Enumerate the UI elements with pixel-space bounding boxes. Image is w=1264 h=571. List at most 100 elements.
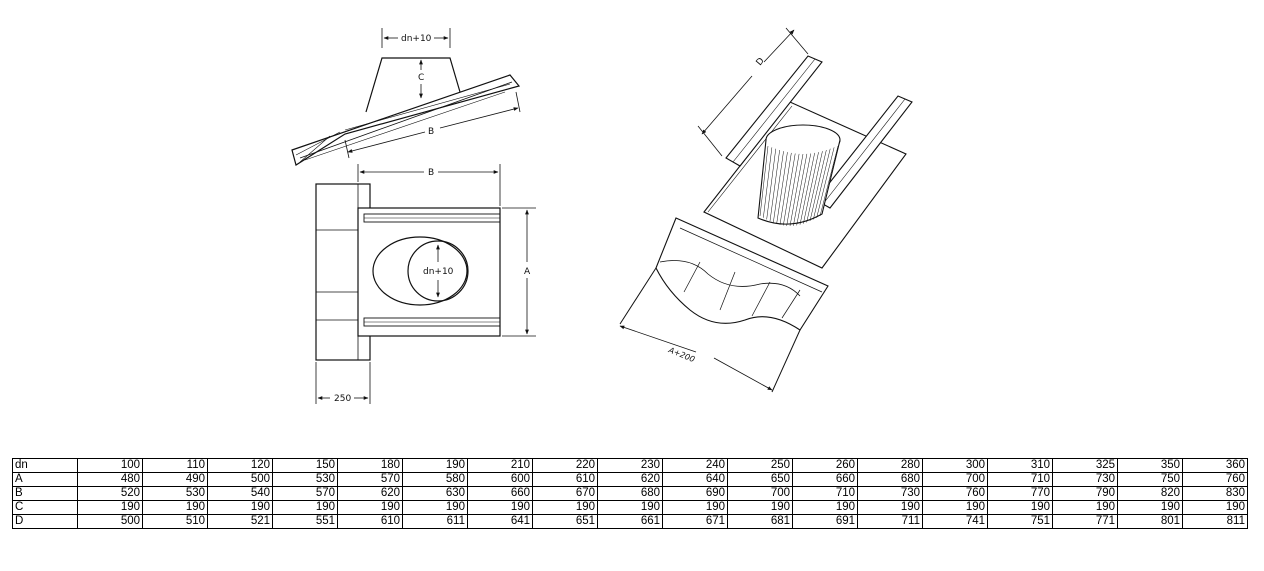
table-cell: 570 bbox=[337, 472, 403, 487]
cone-hatch-line bbox=[819, 145, 839, 217]
cone-hatch-line bbox=[783, 153, 796, 226]
cone-hatch-line bbox=[779, 152, 792, 225]
cone-hatch-line bbox=[766, 148, 777, 220]
table-cell: 530 bbox=[142, 486, 208, 501]
table-cell: 190 bbox=[922, 500, 988, 515]
table-cell: 610 bbox=[337, 514, 403, 529]
table-cell: 610 bbox=[532, 472, 598, 487]
a-label: A bbox=[524, 267, 531, 277]
table-cell: 570 bbox=[272, 486, 338, 501]
table-cell: 700 bbox=[727, 486, 793, 501]
dn-plus-10-label-plan: dn+10 bbox=[423, 267, 454, 277]
cone-hatch-line bbox=[789, 153, 804, 227]
cone-hatch-line bbox=[769, 149, 780, 222]
cone-hatch-line bbox=[816, 147, 835, 218]
table-cell: 190 bbox=[402, 500, 468, 515]
c-label: C bbox=[418, 73, 424, 83]
table-cell: 790 bbox=[1052, 486, 1118, 501]
table-cell: 711 bbox=[857, 514, 923, 529]
table-cell: 150 bbox=[272, 458, 338, 473]
table-cell: 691 bbox=[792, 514, 858, 529]
isometric-view bbox=[703, 55, 913, 269]
table-cell: 190 bbox=[1117, 500, 1183, 515]
table-cell: 820 bbox=[1117, 486, 1183, 501]
d-label: D bbox=[755, 56, 767, 68]
table-cell: 651 bbox=[532, 514, 598, 529]
row-header: B bbox=[12, 486, 78, 501]
table-cell: 771 bbox=[1052, 514, 1118, 529]
isometric-cone bbox=[757, 139, 841, 225]
table-cell: 730 bbox=[857, 486, 923, 501]
right-rail bbox=[815, 95, 913, 209]
table-cell: 750 bbox=[1117, 472, 1183, 487]
dn-plus-10-label-top: dn+10 bbox=[401, 34, 432, 44]
row-header: dn bbox=[12, 458, 78, 473]
table-cell: 190 bbox=[467, 500, 533, 515]
cone-outline bbox=[365, 57, 461, 113]
table-cell: 280 bbox=[857, 458, 923, 473]
table-cell: 760 bbox=[1182, 472, 1248, 487]
table-cell: 671 bbox=[662, 514, 728, 529]
table-cell: 110 bbox=[142, 458, 208, 473]
technical-drawing: dn+10 C B B bbox=[291, 27, 913, 404]
cone-hatch-line bbox=[806, 151, 823, 223]
table-cell: 190 bbox=[337, 500, 403, 515]
left-rail bbox=[725, 55, 823, 167]
cone-hatching bbox=[759, 145, 839, 227]
table-cell: 600 bbox=[467, 472, 533, 487]
table-cell: 690 bbox=[662, 486, 728, 501]
row-header: C bbox=[12, 500, 78, 515]
table-cell: 190 bbox=[207, 500, 273, 515]
table-cell: 350 bbox=[1117, 458, 1183, 473]
table-cell: 480 bbox=[77, 472, 143, 487]
table-cell: 620 bbox=[337, 486, 403, 501]
table-cell: 530 bbox=[272, 472, 338, 487]
table-cell: 630 bbox=[402, 486, 468, 501]
cone-hatch-line bbox=[786, 153, 800, 226]
table-cell: 551 bbox=[272, 514, 338, 529]
cone-hatch-line bbox=[763, 147, 773, 218]
cone-hatch-line bbox=[799, 152, 815, 225]
a-plus-200-label: A+200 bbox=[666, 345, 696, 364]
table-cell: 250 bbox=[727, 458, 793, 473]
width-250-label: 250 bbox=[334, 394, 351, 404]
b-label-plan: B bbox=[428, 168, 434, 178]
table-cell: 521 bbox=[207, 514, 273, 529]
table-cell: 190 bbox=[142, 500, 208, 515]
table-cell: 190 bbox=[727, 500, 793, 515]
table-cell: 500 bbox=[207, 472, 273, 487]
table-cell: 300 bbox=[922, 458, 988, 473]
table-cell: 730 bbox=[1052, 472, 1118, 487]
table-cell: 650 bbox=[727, 472, 793, 487]
cone-hatch-line bbox=[809, 149, 827, 222]
table-cell: 190 bbox=[1182, 500, 1248, 515]
cone-hatch-line bbox=[773, 151, 784, 223]
cone-hatch-line bbox=[803, 152, 819, 224]
table-cell: 310 bbox=[987, 458, 1053, 473]
table-cell: 190 bbox=[987, 500, 1053, 515]
table-cell: 611 bbox=[402, 514, 468, 529]
table-cell: 240 bbox=[662, 458, 728, 473]
table-cell: 190 bbox=[1052, 500, 1118, 515]
row-header: A bbox=[12, 472, 78, 487]
cone-hatch-line bbox=[793, 153, 808, 226]
cone-hatch-line bbox=[813, 148, 831, 220]
b-label-side: B bbox=[428, 127, 434, 137]
table-cell: 770 bbox=[987, 486, 1053, 501]
table-cell: 641 bbox=[467, 514, 533, 529]
table-cell: 801 bbox=[1117, 514, 1183, 529]
table-cell: 680 bbox=[857, 472, 923, 487]
table-cell: 710 bbox=[792, 486, 858, 501]
table-cell: 580 bbox=[402, 472, 468, 487]
plan-view bbox=[315, 164, 536, 404]
table-cell: 190 bbox=[272, 500, 338, 515]
table-cell: 500 bbox=[77, 514, 143, 529]
table-cell: 190 bbox=[857, 500, 923, 515]
table-cell: 100 bbox=[77, 458, 143, 473]
